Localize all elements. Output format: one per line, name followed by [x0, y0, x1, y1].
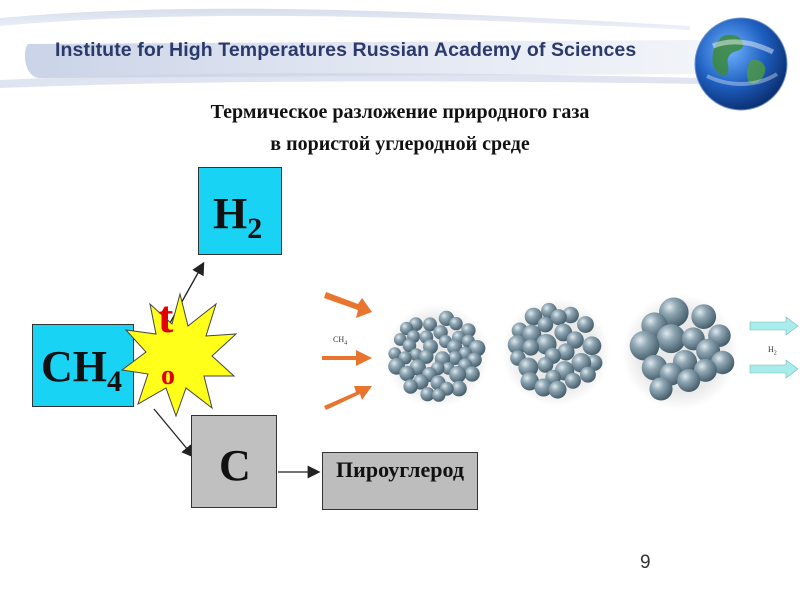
carbon-particle: [537, 316, 554, 333]
carbon-particle: [548, 380, 567, 399]
earth-globe-icon: [694, 17, 788, 111]
carbon-particle: [432, 388, 446, 402]
temperature-t: t: [158, 291, 174, 342]
slide-title-line2: в пористой углеродной среде: [270, 133, 530, 155]
carbon-particle: [522, 324, 542, 344]
carbon-particle: [534, 378, 553, 397]
carbon-particle: [448, 351, 462, 365]
carbon-particle: [537, 357, 554, 373]
institute-name: Institute for High Temperatures Russian …: [55, 39, 637, 61]
carbon-particle: [710, 350, 735, 375]
carbon-particle: [403, 379, 418, 394]
inflow-arrows: [322, 292, 372, 410]
carbon-particle: [461, 323, 476, 338]
pyrocarbon-box: Пироуглерод: [322, 452, 478, 510]
carbon-particle: [586, 354, 603, 371]
pyrocarbon-label: Пироуглерод: [336, 457, 464, 482]
hydrogen-box: H2: [198, 167, 282, 255]
carbon-particle: [550, 309, 567, 326]
carbon-particle: [507, 335, 528, 355]
carbon-particle: [677, 369, 701, 392]
slide-number: 9: [640, 552, 651, 573]
carbon-particle: [691, 304, 717, 329]
carbon-particle: [451, 380, 467, 397]
carbon-particle: [420, 387, 435, 402]
carbon-particle: [423, 317, 437, 332]
carbon-particle: [520, 372, 539, 391]
carbon-particle: [524, 307, 543, 326]
carbon-particle: [693, 358, 717, 382]
carbon-particle: [566, 331, 584, 349]
carbon-particle: [649, 377, 673, 401]
carbon-symbol: C: [219, 441, 251, 490]
temperature-o: o: [161, 360, 175, 391]
carbon-box: C: [191, 415, 277, 508]
carbon-particle: [582, 336, 602, 356]
hydrogen-subscript: 2: [247, 212, 263, 245]
methane-subscript: 4: [107, 365, 122, 398]
methane-symbol: CH: [41, 342, 107, 391]
carbon-particle: [402, 338, 417, 353]
carbon-particle: [557, 343, 575, 361]
carbon-particle: [468, 340, 486, 357]
carbon-particle: [564, 372, 581, 389]
carbon-particle: [449, 316, 463, 331]
carbon-particle: [577, 316, 594, 333]
ch4-inflow-label: CH4: [333, 335, 348, 347]
carbon-particle: [518, 357, 539, 378]
h2-outflow-label: H2: [768, 345, 777, 357]
carbon-particle: [629, 330, 660, 361]
temperature-burst-icon: [120, 292, 238, 418]
carbon-particle: [447, 339, 463, 355]
carbon-particle: [522, 339, 539, 356]
carbon-particle: [579, 366, 596, 383]
carbon-particle: [656, 324, 686, 354]
carbon-particle: [419, 349, 434, 364]
carbon-particle: [399, 365, 415, 382]
methane-box: CH4: [32, 324, 134, 407]
carbon-particle: [388, 347, 402, 360]
slide-title-line1: Термическое разложение природного газа: [210, 101, 590, 123]
hydrogen-symbol: H: [213, 189, 248, 238]
carbon-particle: [659, 297, 689, 328]
carbon-particle: [464, 366, 480, 382]
outflow-arrows: [749, 316, 799, 379]
carbon-particle: [449, 366, 467, 383]
